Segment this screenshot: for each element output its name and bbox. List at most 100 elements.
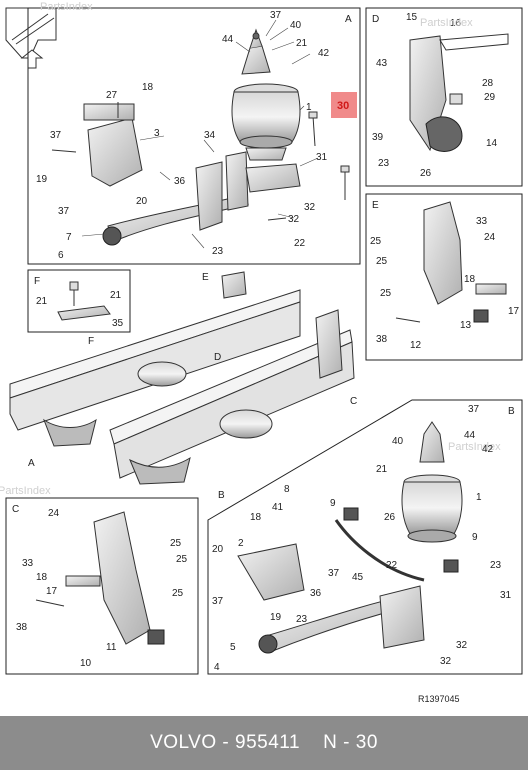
panel-c-label: C — [12, 504, 19, 515]
exploded-parts-diagram: A — [0, 1, 523, 704]
callout-a: 37 — [270, 10, 282, 21]
callout-b: 19 — [270, 612, 282, 623]
orientation-icon — [5, 7, 57, 69]
callout-d: 16 — [450, 18, 462, 29]
callout-e: 24 — [484, 232, 496, 243]
brand-name: VOLVO — [150, 732, 217, 753]
part-number: 955411 — [235, 732, 301, 753]
callout-b: 45 — [352, 572, 364, 583]
panel-a-label: A — [345, 14, 352, 25]
callout-f: 21 — [110, 290, 122, 301]
hanger-bracket-b — [237, 543, 305, 601]
callout-a: 27 — [106, 90, 118, 101]
callout-e: 25 — [380, 288, 392, 299]
callout-c: 33 — [22, 558, 34, 569]
callout-b: 41 — [272, 502, 284, 513]
callout-b: 22 — [386, 560, 398, 571]
position-code: N - 30 — [323, 732, 378, 753]
bushing-d — [425, 116, 463, 152]
callout-d: 39 — [372, 132, 384, 143]
callout-d: 14 — [486, 138, 498, 149]
callout-b: 2 — [238, 538, 244, 549]
callout-a: 40 — [290, 20, 302, 31]
panel-a: A — [27, 7, 361, 265]
callout-a: 36 — [174, 176, 186, 187]
callout-a: 22 — [294, 238, 306, 249]
watermark: PartsIndex — [448, 441, 501, 453]
hanger-bracket-a — [87, 117, 143, 187]
callout-b: 37 — [468, 404, 480, 415]
callout-d: 28 — [482, 78, 494, 89]
callout-b: 40 — [392, 436, 404, 447]
callout-e: 33 — [476, 216, 488, 227]
callout-c: 17 — [46, 586, 58, 597]
panel-d: D 15 16 43 28 29 39 14 23 26 — [365, 7, 523, 187]
callout-a: 32 — [288, 214, 300, 225]
overview-label: F — [88, 336, 94, 347]
callout-a: 1 — [306, 102, 312, 113]
callout-a: 37 — [50, 130, 62, 141]
callout-b: 26 — [384, 512, 396, 523]
callout-f: 35 — [112, 318, 124, 329]
callout-b: 9 — [472, 532, 478, 543]
callout-a: 23 — [212, 246, 224, 257]
callout-c: 24 — [48, 508, 60, 519]
overview-frame — [9, 271, 355, 485]
panel-f: F 21 21 35 — [27, 269, 131, 333]
bolts-a — [51, 102, 350, 221]
overview-label: A — [28, 458, 35, 469]
overview-label: D — [214, 352, 221, 363]
callout-a: 18 — [142, 82, 154, 93]
callout-b: 23 — [490, 560, 502, 571]
top-mount-a — [241, 28, 271, 75]
callout-b: 20 — [212, 544, 224, 555]
callout-a: 42 — [318, 48, 330, 59]
callout-e: 13 — [460, 320, 472, 331]
highlight-box — [331, 92, 357, 118]
callout-e: 25 — [370, 236, 382, 247]
plate-f — [57, 305, 111, 321]
panel-f-label: F — [34, 276, 40, 287]
panel-e: E 33 24 25 25 18 25 17 13 38 12 — [365, 193, 523, 361]
trailing-arm-a — [107, 195, 249, 243]
callout-c: 18 — [36, 572, 48, 583]
footer-separator: - — [216, 732, 236, 753]
callout-b: 9 — [330, 498, 336, 509]
callout-a: 21 — [296, 38, 308, 49]
callout-c: 25 — [172, 588, 184, 599]
callout-b: 4 — [214, 662, 220, 673]
callout-b: 5 — [230, 642, 236, 653]
callout-a: 6 — [58, 250, 64, 261]
callout-e: 17 — [508, 306, 520, 317]
callout-b: 37 — [328, 568, 340, 579]
air-bellows-a — [231, 83, 301, 161]
callout-a: 20 — [136, 196, 148, 207]
callout-a: 31 — [316, 152, 328, 163]
bracket-plate-a — [83, 103, 135, 121]
watermark: PartsIndex — [0, 485, 51, 497]
callout-b: 32 — [440, 656, 452, 667]
callout-f: 21 — [36, 296, 48, 307]
callout-b: 31 — [500, 590, 512, 601]
callout-b: 23 — [296, 614, 308, 625]
bracket-e — [423, 201, 463, 305]
overview-label: B — [218, 490, 225, 501]
callout-c: 10 — [80, 658, 92, 669]
callout-c: 25 — [170, 538, 182, 549]
callout-b: 18 — [250, 512, 262, 523]
callout-d: 26 — [420, 168, 432, 179]
top-mount-b — [419, 421, 445, 463]
callout-e: 18 — [464, 274, 476, 285]
callout-a: 34 — [204, 130, 216, 141]
callout-b: 1 — [476, 492, 482, 503]
callout-c: 25 — [176, 554, 188, 565]
callout-a: 37 — [58, 206, 70, 217]
callout-c: 11 — [106, 642, 117, 653]
callout-d: 23 — [378, 158, 390, 169]
callout-a: 3 — [154, 128, 160, 139]
callout-e: 25 — [376, 256, 388, 267]
callout-b: 37 — [212, 596, 224, 607]
overview-label: E — [202, 272, 209, 283]
part-footer: VOLVO - 955411 N - 30 — [0, 716, 528, 770]
callout-e: 38 — [376, 334, 388, 345]
